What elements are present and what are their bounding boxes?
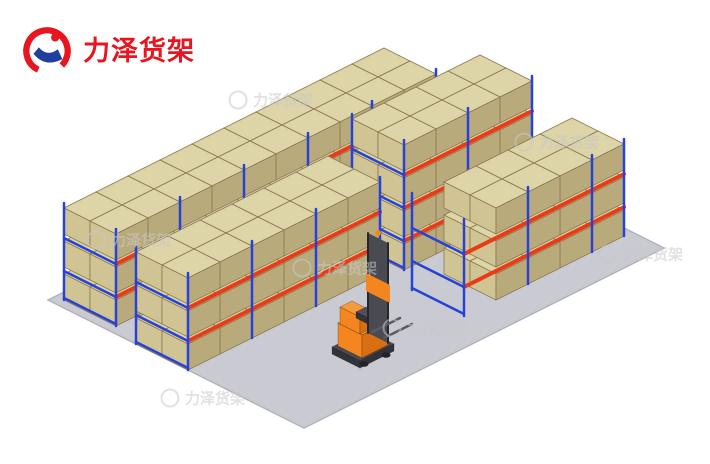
watermark-logo-icon (598, 244, 618, 264)
watermark-text: 力泽货架 (317, 260, 377, 278)
rack-beam (186, 243, 382, 343)
watermark-text: 力泽货架 (253, 92, 313, 110)
rack-beam (462, 205, 626, 289)
pallet-box (377, 115, 437, 172)
truck-wheel (359, 361, 369, 367)
logo-icon (23, 27, 71, 75)
rack-brace (350, 147, 406, 177)
watermark-logo-icon (86, 230, 106, 250)
watermark-logo-icon (514, 132, 534, 152)
reach-truck (331, 230, 414, 369)
rack-right (410, 117, 626, 318)
watermark: 力泽货架 (160, 388, 245, 408)
rack-beam (462, 172, 626, 256)
watermark: 力泽货架 (292, 258, 377, 278)
watermark-text: 力泽货架 (539, 134, 599, 152)
watermark: 力泽货架 (86, 230, 171, 250)
rack-brace (410, 286, 466, 316)
rack-brace (134, 280, 190, 310)
rack-brace (410, 226, 466, 256)
pallet-box (161, 248, 221, 305)
watermark-text: 力泽货架 (407, 320, 467, 338)
rack-beam (186, 210, 382, 310)
rack-brace (134, 340, 190, 370)
watermark-logo-icon (228, 90, 248, 110)
watermark-logo-icon (292, 258, 312, 278)
truck-wheel (381, 352, 391, 358)
watermark-text: 力泽货架 (111, 232, 171, 250)
rack-brace (410, 259, 466, 289)
truck-carriage (366, 273, 390, 303)
truck-beacon (375, 230, 381, 236)
rack-brace (62, 236, 118, 266)
watermark: 力泽货架 (382, 318, 467, 338)
watermark: 力泽货架 (228, 90, 313, 110)
watermark: 力泽货架 (514, 132, 599, 152)
watermark: 力泽货架 (598, 244, 683, 264)
rack-front-left (134, 155, 382, 372)
logo-text: 力泽货架 (83, 35, 195, 67)
logo: 力泽货架 (20, 24, 195, 78)
rack-brace (62, 296, 118, 326)
watermark-logo-icon (160, 388, 180, 408)
watermark-logo-icon (382, 318, 402, 338)
watermark-text: 力泽货架 (185, 390, 245, 408)
rack-brace (62, 269, 118, 299)
watermark-text: 力泽货架 (623, 246, 683, 264)
rack-brace (134, 313, 190, 343)
